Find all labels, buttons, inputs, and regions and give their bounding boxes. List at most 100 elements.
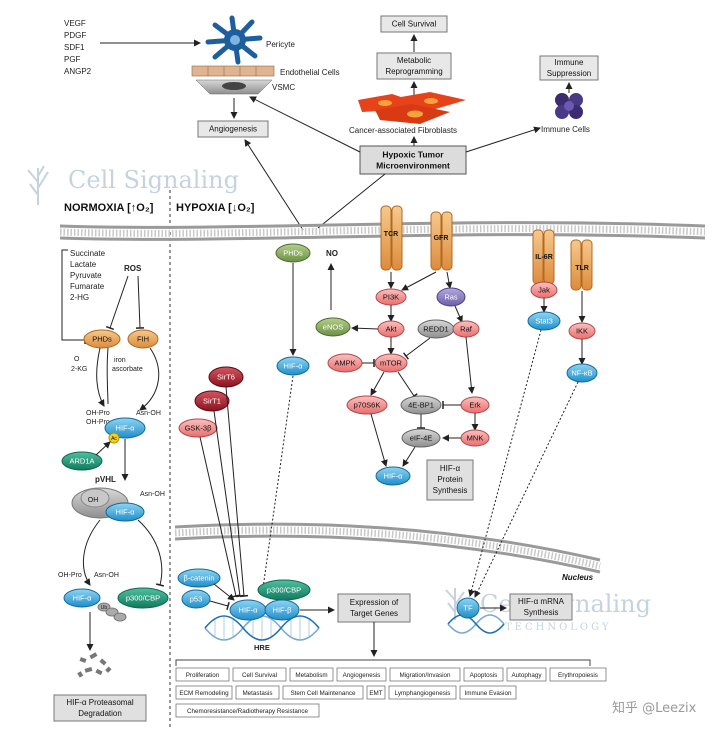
p70s6k-node[interactable] [346,395,388,415]
target-gene-box [235,685,280,700]
credit-text: 知乎 @Leezix [612,700,697,716]
inhibit-sirt6 [225,386,249,598]
target-gene-box [175,667,230,682]
hif-text-3: HIF-α [73,593,93,602]
ros-label: ROS [124,264,142,273]
enos-node[interactable] [315,317,351,337]
arrow-to-degr [82,519,101,586]
2kg-label: 2-KG [71,366,87,373]
cell-survival-label: Cell Survival [392,20,437,29]
degradation-1: HIF-α Proteasomal [66,698,134,707]
immune-cells-icon [555,93,583,119]
inhibit-metab-phds [61,249,86,344]
akt-text: Akt [386,324,398,333]
arrow-ras-raf [454,305,463,323]
eif4e-text: eIF-4E [410,433,433,442]
p53-node[interactable] [181,589,211,609]
ac-badge [108,432,120,444]
dashed-hif-nucleus [259,375,294,596]
mtor-node[interactable] [374,353,408,373]
target-gene-label: Lymphangiogenesis [395,690,451,697]
ascorbate-label: ascorbate [112,366,143,373]
sirt1-text: SirT1 [203,396,221,405]
pericyte-label: Pericyte [266,40,295,49]
hif-hyp-b-text: HIF-α [384,471,404,480]
met-pyruvate: Pyruvate [70,271,102,280]
iron-label: iron [114,357,126,364]
hifb-text: HIF-β [273,605,293,614]
protein-synthesis-box [426,459,474,501]
arrow-ard1a [95,441,111,456]
target-gene-box [459,685,517,700]
no-label: NO [326,249,338,258]
target-gene-box [175,703,320,718]
nfkb-node[interactable] [566,363,598,383]
inhibit-p53-hif [209,600,230,611]
hypoxic-label-1: Hypoxic Tumor [382,149,444,159]
tlr-receptor[interactable] [570,239,593,291]
mrna-1: HIF-α mRNA [518,597,565,606]
fih-text: FIH [137,334,149,343]
watermark-top: Cell Signaling [27,165,239,205]
target-gene-box [388,685,457,700]
degradation-box [53,694,147,722]
target-gene-label: Immune Evasion [465,690,512,697]
p300-node-normoxia[interactable] [117,587,169,609]
line-htm-phds [317,173,386,229]
met-lactate: Lactate [70,260,97,269]
stat3-node[interactable] [527,311,561,331]
mrna-box [509,593,573,621]
tcr-receptor[interactable] [380,205,403,271]
target-gene-box [463,667,504,682]
angiogenesis-label: Angiogenesis [209,125,257,134]
gsk3b-node[interactable] [178,418,218,438]
inhibit-ros-fih [135,275,145,329]
hif-node-hypoxia-a[interactable] [276,356,310,376]
ac-text: Ac [111,436,117,442]
gsk3b-text: GSK-3β [185,423,213,432]
erk-text: Erk [469,400,481,409]
phds-hyp-text: PHDs [283,248,303,257]
tf-node[interactable] [456,597,480,619]
tf-text: TF [463,603,473,612]
bcatenin-text: β-catenin [184,573,215,582]
fih-node[interactable] [127,329,159,349]
sirt1-node[interactable] [194,390,230,412]
gfr-receptor[interactable] [430,211,453,271]
eif4e-node[interactable] [401,428,441,448]
ampk-text: AMPK [334,358,355,367]
target-gene-label: Metabolism [295,672,327,679]
hif-hyp-a-text: HIF-α [284,361,304,370]
enos-text: eNOS [323,322,343,331]
hif-beta-nuclear[interactable] [264,599,300,621]
expression-1: Expression of [350,598,399,607]
phds-node-normoxia[interactable] [83,329,121,349]
target-gene-label: Autophagy [511,672,542,679]
hif-node-hypoxia-b[interactable] [375,466,411,486]
hif-node-normoxia-2[interactable] [105,502,145,522]
immune-suppression-box [539,55,599,81]
targets-bracket [175,659,591,666]
ubiquitin-chain [97,602,127,622]
raf-text: Raf [460,324,473,333]
hypoxic-box [359,145,467,175]
bcatenin-node[interactable] [177,568,221,588]
hypoxic-label-2: Microenvironment [376,160,450,170]
ard1a-node[interactable] [61,451,103,471]
vsmc-label: VSMC [272,83,295,92]
hre-label: HRE [254,643,270,652]
target-gene-box [506,667,547,682]
inhibit-to-p300 [137,519,165,587]
growth-factors: VEGF PDGF SDF1 PGF ANGP2 [64,19,92,76]
phds-node-hypoxia[interactable] [275,243,311,263]
gf-angp2: ANGP2 [64,67,92,76]
ras-node[interactable] [436,287,466,307]
arrow-phds-hif [96,347,105,407]
line-phds-hif [106,347,109,405]
dna-helix-right [447,614,505,634]
arrow-raf-erk [465,336,475,394]
hif-node-normoxia-3[interactable] [63,588,101,608]
caf-label: Cancer-associated Fibroblasts [349,126,457,135]
nuclear-membrane [174,522,601,574]
